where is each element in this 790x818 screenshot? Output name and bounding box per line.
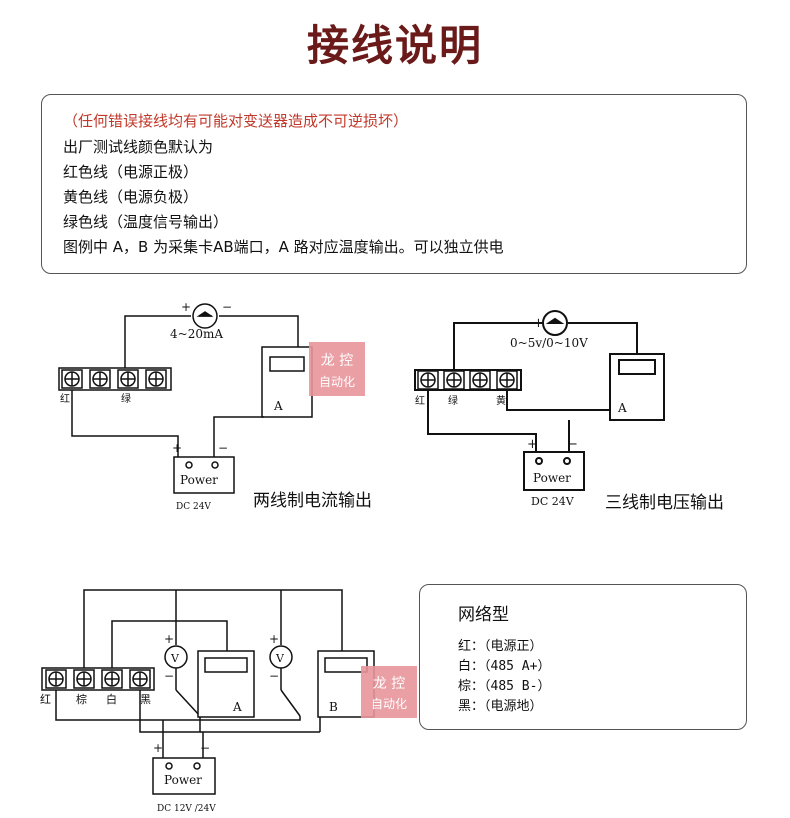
card-port-a: A xyxy=(273,399,283,413)
plus-sign: + xyxy=(164,632,174,646)
diagram-three-wire xyxy=(414,310,665,491)
plus-sign: + xyxy=(172,441,182,455)
note-line: 黄色线（电源负极） xyxy=(63,188,199,206)
card-port-a: A xyxy=(232,700,242,714)
page-title: 接线说明 xyxy=(306,21,483,70)
terminal-label-red: 红 xyxy=(60,392,70,405)
caption-three-wire: 三线制电压输出 xyxy=(605,493,724,513)
watermark-text: 自动化 xyxy=(371,697,407,711)
watermark-logo: 龙 控 自动化 xyxy=(361,666,417,718)
power-label: Power xyxy=(533,471,571,485)
terminal-label-black: 黑 xyxy=(140,693,151,706)
power-label: Power xyxy=(180,473,218,487)
card-port-a: A xyxy=(617,401,627,415)
diagram-two-wire-labels: + − 4~20mA 红 绿 A + − Power DC 24V xyxy=(60,300,283,512)
notes-panel xyxy=(41,94,747,274)
plus-sign: + xyxy=(533,316,544,331)
meter-range-label: 4~20mA xyxy=(170,327,223,341)
note-line: 出厂测试线颜色默认为 xyxy=(63,138,214,156)
network-panel xyxy=(419,584,747,730)
terminal-label-brown: 棕 xyxy=(76,692,87,706)
minus-sign: − xyxy=(222,300,232,314)
terminal-label-green: 绿 xyxy=(121,392,131,405)
minus-sign: − xyxy=(269,669,279,683)
watermark-text: 龙 控 xyxy=(321,353,353,369)
minus-sign: − xyxy=(200,741,210,755)
plus-sign: + xyxy=(269,632,279,646)
minus-sign: − xyxy=(574,316,585,331)
minus-sign: − xyxy=(164,669,174,683)
terminal-label-yellow: 黄 xyxy=(496,394,506,407)
network-line: 红：（电源正） xyxy=(458,639,543,654)
meter-range-label: 0~5v/0~10V xyxy=(510,336,588,350)
card-port-b: B xyxy=(329,700,338,714)
terminal-label-red: 红 xyxy=(415,394,425,407)
watermark-text: 自动化 xyxy=(319,375,355,389)
plus-sign: + xyxy=(153,741,163,755)
power-label: Power xyxy=(164,773,202,787)
terminal-label-white: 白 xyxy=(106,692,117,706)
network-title: 网络型 xyxy=(458,605,509,625)
network-line: 棕：（485 B-） xyxy=(458,679,551,694)
minus-sign: − xyxy=(218,441,228,455)
minus-sign: − xyxy=(567,437,578,452)
plus-sign: + xyxy=(181,300,191,314)
supply-label: DC 12V /24V xyxy=(157,804,216,814)
supply-label: DC 24V xyxy=(176,502,211,512)
note-line: 红色线（电源正极） xyxy=(63,163,199,181)
note-line: 图例中 A，B 为采集卡AB端口，A 路对应温度输出。可以独立供电 xyxy=(63,238,504,256)
diagram-two-wire xyxy=(58,303,313,494)
diagram-network-labels: V V + − + − 红 棕 白 黑 A B + − Power DC 12V… xyxy=(40,632,338,814)
terminal-label-red: 红 xyxy=(40,693,51,706)
voltmeter-symbol: V xyxy=(275,652,285,665)
diagram-three-wire-labels: + − 0~5v/0~10V 红 绿 黄 A + − Power DC 24V xyxy=(415,316,627,508)
diagram-network xyxy=(41,589,375,795)
watermark-logo: 龙 控 自动化 xyxy=(309,342,365,396)
note-line: 绿色线（温度信号输出） xyxy=(63,213,229,231)
caption-two-wire: 两线制电流输出 xyxy=(253,491,372,511)
network-line: 白：（485 A+） xyxy=(458,659,551,674)
voltmeter-symbol: V xyxy=(170,652,180,665)
terminal-label-green: 绿 xyxy=(448,394,458,407)
supply-label: DC 24V xyxy=(531,495,575,508)
network-line: 黑：（电源地） xyxy=(458,699,543,714)
warning-text: （任何错误接线均有可能对变送器造成不可逆损坏） xyxy=(63,112,409,130)
watermark-text: 龙 控 xyxy=(373,676,405,692)
plus-sign: + xyxy=(527,437,538,452)
